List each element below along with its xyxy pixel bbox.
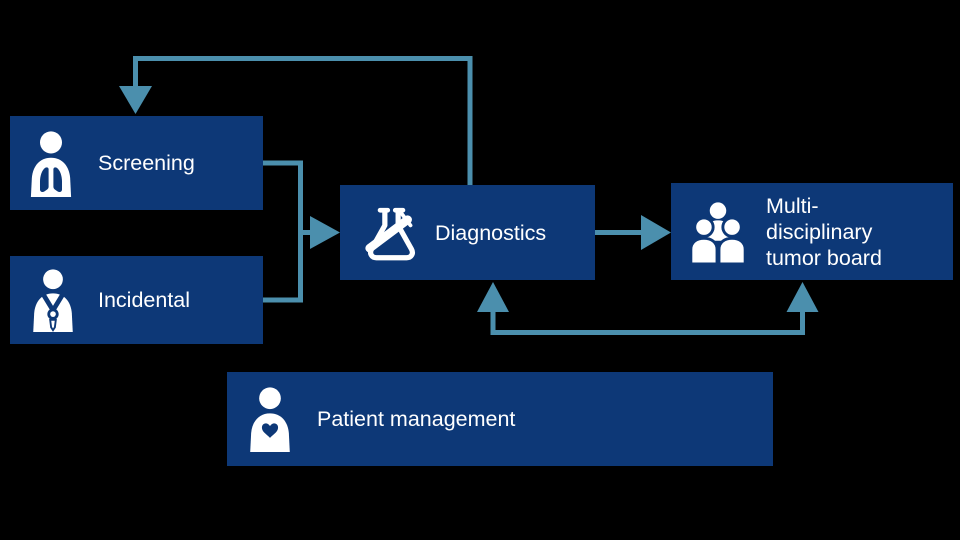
diagnostics-label: Diagnostics	[435, 220, 547, 245]
arrow-merge-into-diagnostics	[263, 160, 340, 303]
patient-heart-icon	[247, 386, 293, 452]
node-screening: Screening	[10, 116, 263, 210]
people-group-icon	[688, 200, 748, 264]
screening-label: Screening	[98, 151, 195, 175]
node-patient-management: Patient management	[227, 372, 773, 466]
incidental-label: Incidental	[98, 288, 191, 312]
patient-lungs-icon	[28, 130, 74, 197]
arrow-diagnostics-to-board	[595, 215, 671, 250]
lab-flask-icon	[363, 204, 420, 262]
arrow-diagnostics-to-screening	[119, 56, 473, 185]
doctor-stethoscope-icon	[30, 268, 76, 332]
patient-management-label: Patient management	[317, 407, 516, 431]
node-tumor-board: Multi- disciplinary tumor board	[671, 183, 953, 280]
node-incidental: Incidental	[10, 256, 263, 344]
node-diagnostics: Diagnostics	[340, 185, 595, 280]
arrow-bottom-loop	[477, 282, 819, 335]
tumor-board-label: Multi- disciplinary tumor board	[766, 193, 882, 270]
